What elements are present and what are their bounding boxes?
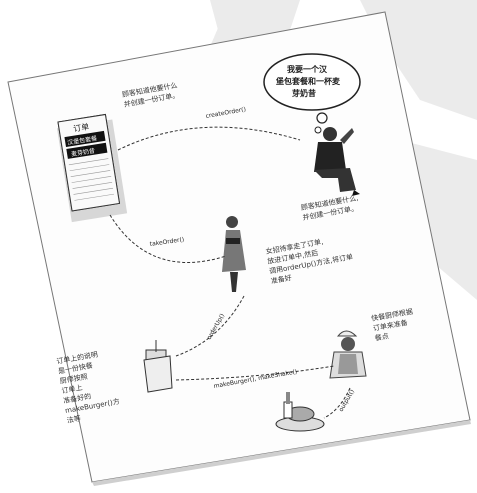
- thought-line-1: 我要一个汉: [287, 64, 328, 74]
- thought-line-2: 堡包套餐和一杯麦: [276, 76, 341, 86]
- thought-line-3: 芽奶昔: [292, 88, 316, 98]
- svg-text:法等: 法等: [66, 414, 81, 425]
